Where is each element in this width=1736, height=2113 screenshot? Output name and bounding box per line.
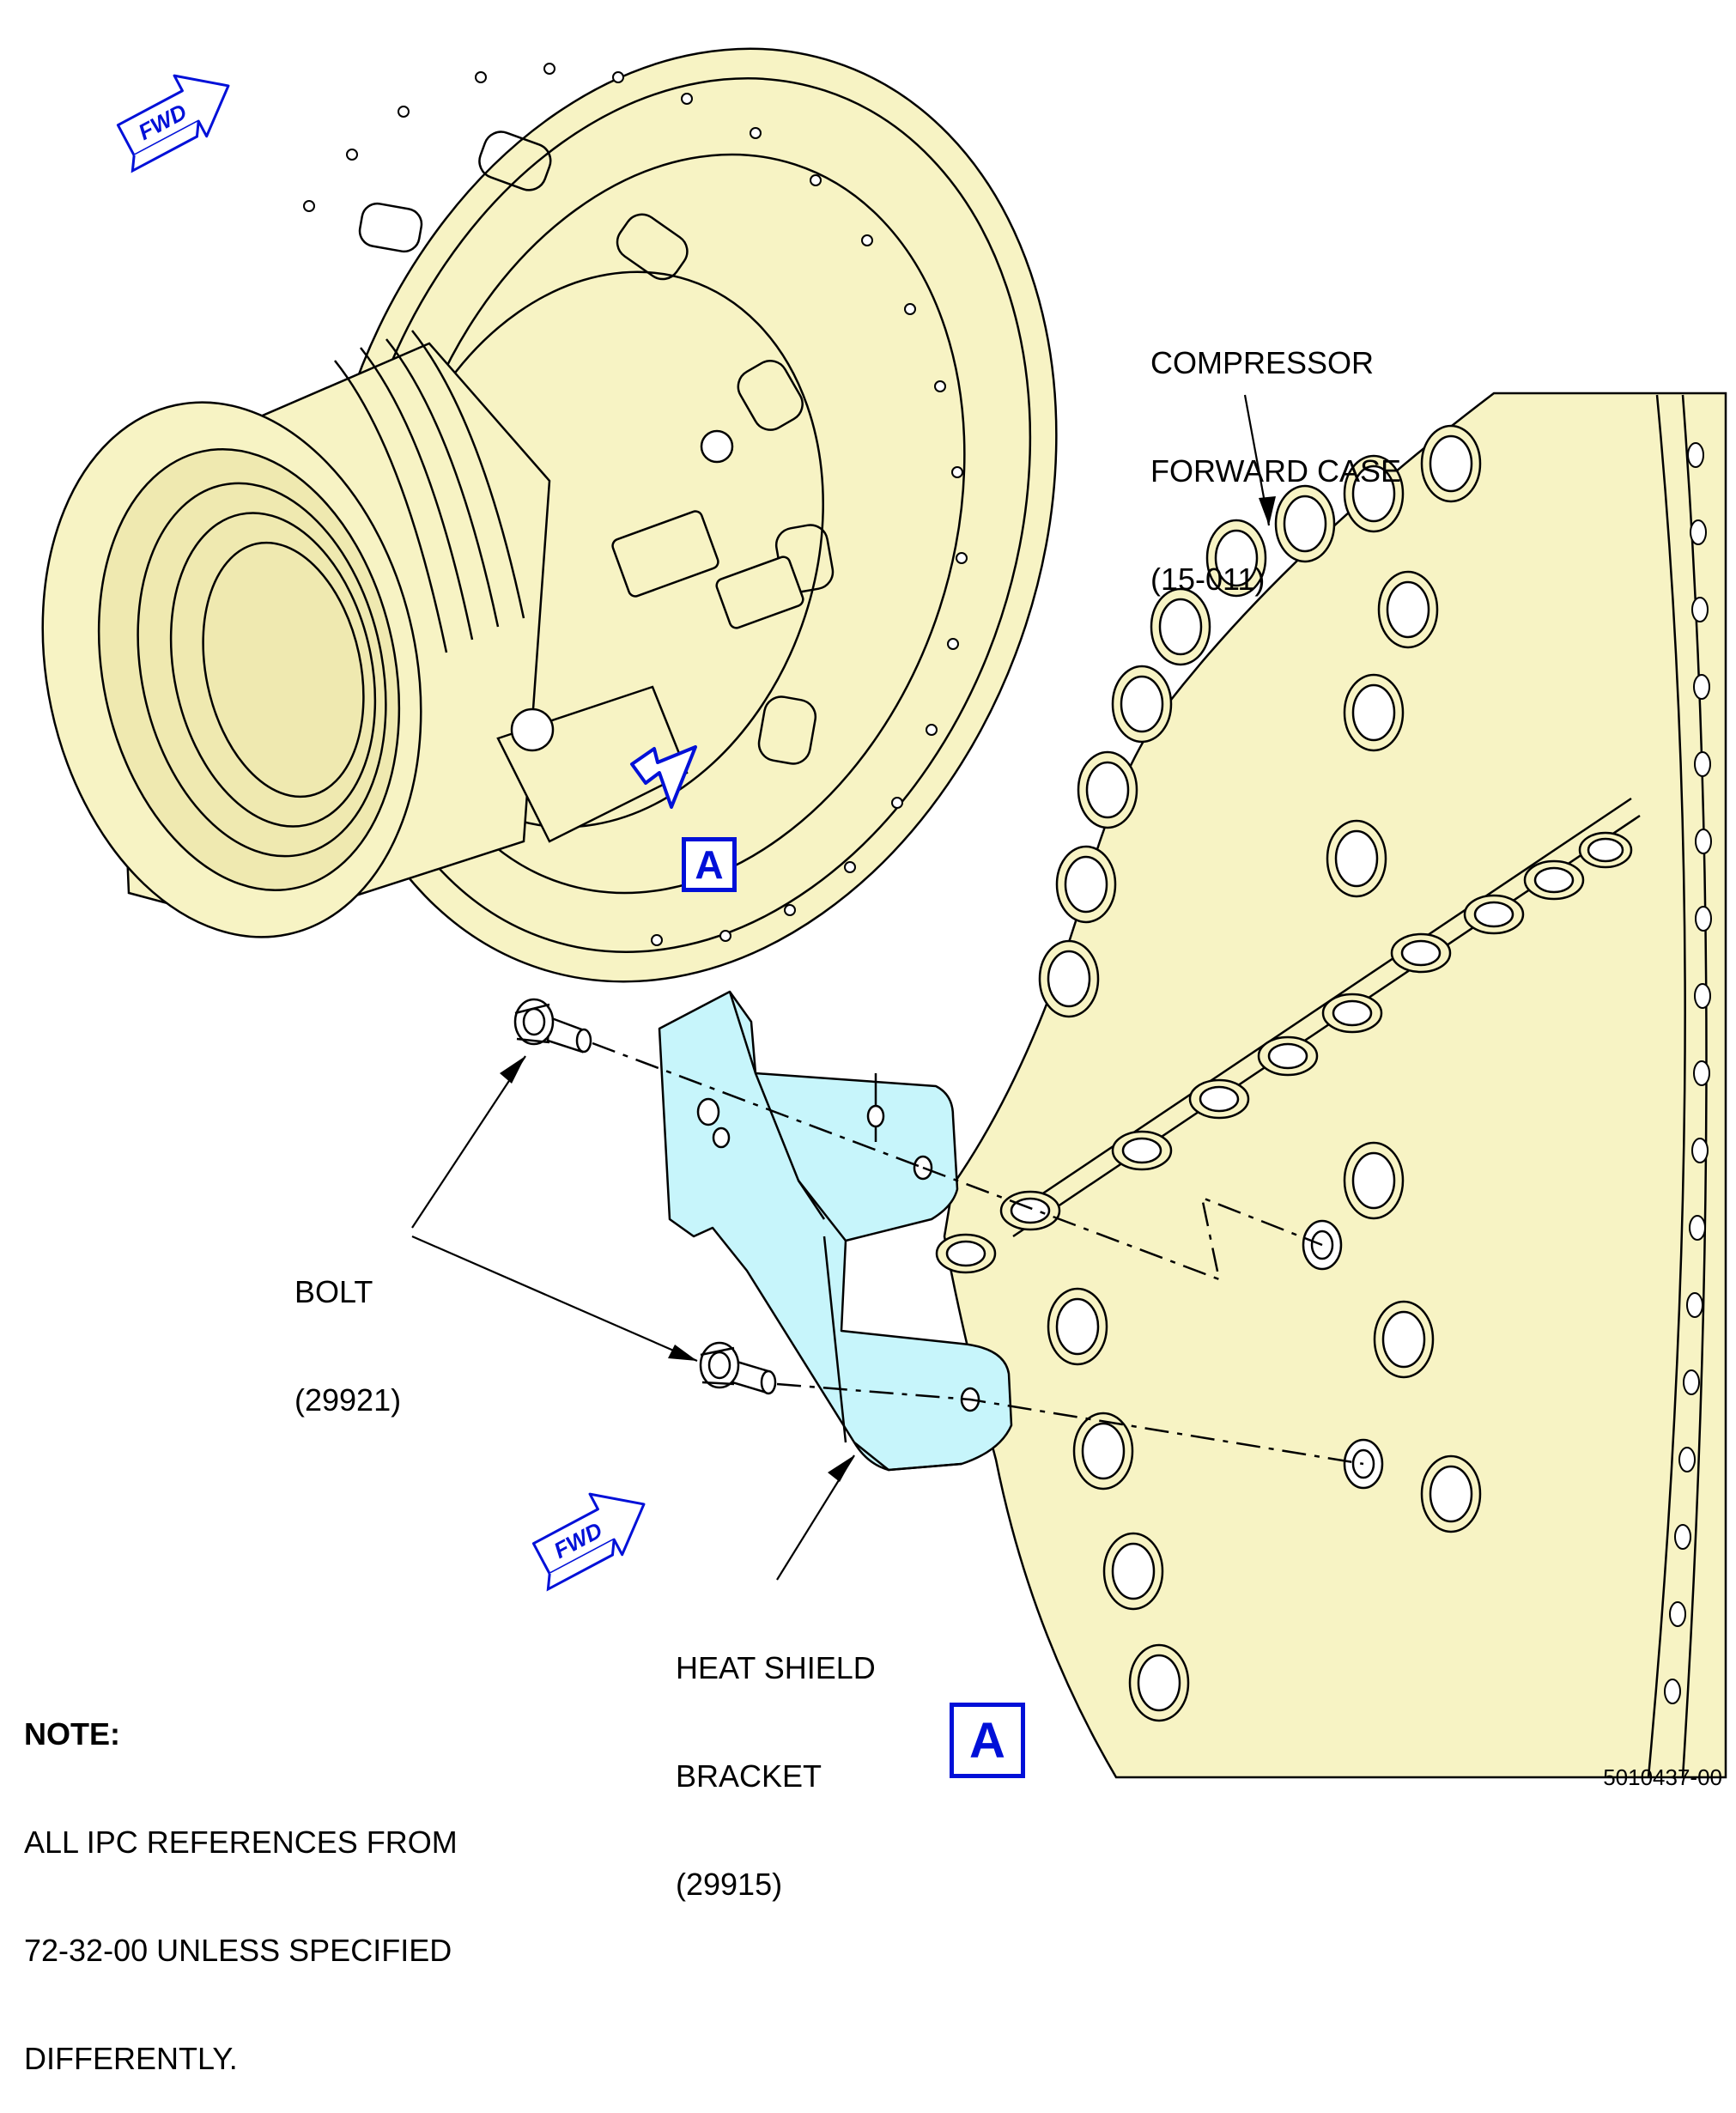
view-a-marker-label: A [695,842,724,887]
callout-heat-shield-bracket: HEAT SHIELD BRACKET (29915) [676,1578,876,1939]
bolt-upper [513,998,592,1053]
note-block: NOTE: ALL IPC REFERENCES FROM 72-32-00 U… [24,1644,458,2113]
detail-a-marker-label: A [969,1712,1005,1769]
engine-inlet-inner [97,447,401,892]
illustration-canvas: FWD FWD [41,47,1727,1779]
callout-bolt-ref: (29921) [294,1382,402,1418]
leader-bolt-upper [411,1055,526,1229]
callout-bracket-line2: BRACKET [676,1758,822,1794]
callout-compressor-forward-case: COMPRESSOR FORWARD CASE (15-011) [1150,273,1401,634]
bolt-lower [699,1341,777,1395]
note-title: NOTE: [24,1716,120,1752]
callout-bolt: BOLT (29921) [294,1202,401,1454]
leader-arrowheads [500,496,1276,1482]
view-a-marker: A [682,837,737,892]
detail-a-marker: A [950,1703,1025,1778]
figure-number: 5010437-00 [1603,1764,1722,1790]
note-line1: ALL IPC REFERENCES FROM [24,1825,458,1860]
fwd-arrow-bottom: FWD [531,1492,646,1592]
callout-compressor-ref: (15-011) [1150,562,1266,597]
alignment-lines [592,1041,1364,1466]
leader-bolt-lower [411,1235,698,1363]
note-line3: DIFFERENTLY. [24,2041,238,2076]
callout-bracket-ref: (29915) [676,1867,783,1902]
callout-bracket-line1: HEAT SHIELD [676,1650,876,1685]
callout-compressor-line2: FORWARD CASE [1150,453,1402,489]
note-line2: 72-32-00 UNLESS SPECIFIED [24,1933,452,1968]
callout-bolt-line1: BOLT [294,1274,373,1309]
callout-compressor-line1: COMPRESSOR [1150,345,1375,380]
fwd-arrow-top: FWD [116,74,230,173]
heat-shield-bracket [658,990,1013,1472]
engine-assembly [41,47,1058,983]
view-a-direction-arrow [630,745,697,809]
